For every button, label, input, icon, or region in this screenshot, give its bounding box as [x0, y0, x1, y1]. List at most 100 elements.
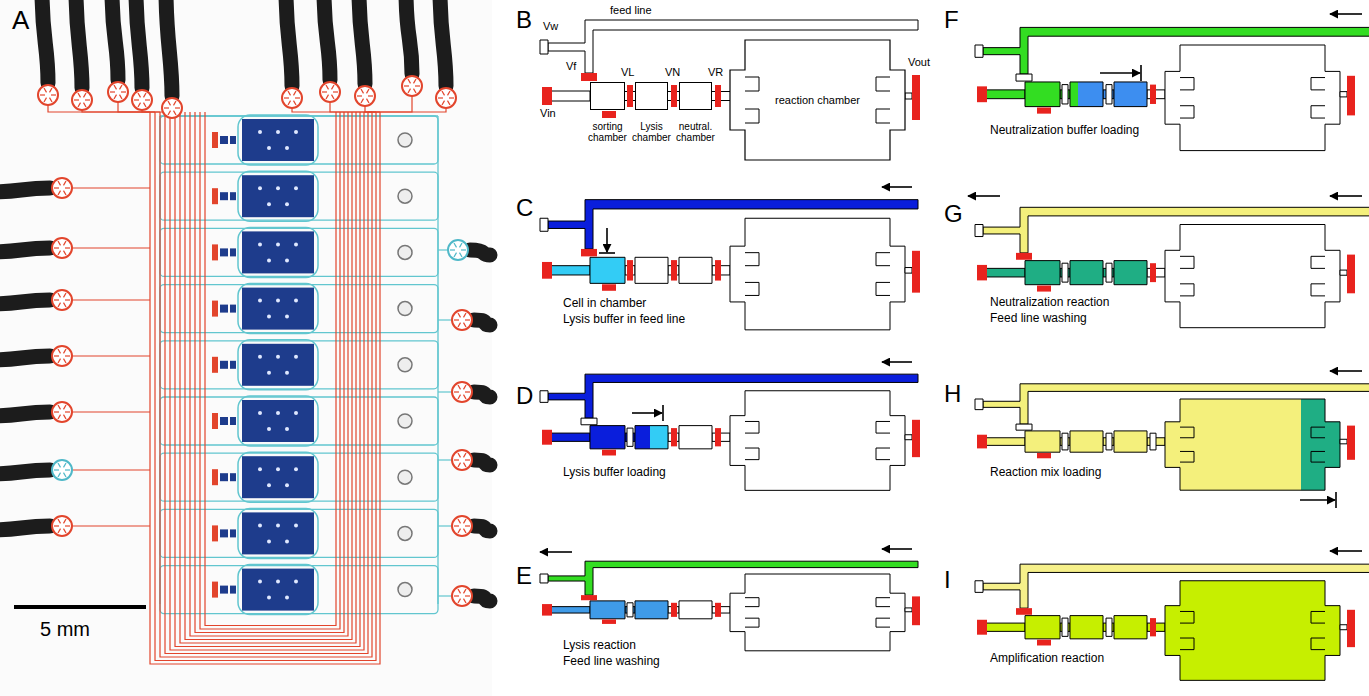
chip-chamber: [230, 473, 236, 481]
valve: [602, 284, 616, 291]
panel-letter: I: [944, 566, 951, 594]
chip-chamber-outline: [238, 340, 318, 390]
valve: [627, 85, 633, 107]
flow-channel: [438, 595, 452, 596]
chamber-post: [267, 258, 271, 262]
control-port: [282, 88, 302, 108]
valve: [602, 450, 616, 456]
chamber-post: [285, 258, 289, 262]
step-caption: Lysis buffer in feed line: [563, 313, 685, 327]
chip-chamber-outline: [238, 227, 318, 277]
port-spoke: [84, 93, 87, 97]
port-spoke: [65, 411, 70, 412]
chip-valve: [212, 525, 218, 541]
port-spoke: [288, 91, 291, 95]
control-port: [436, 88, 456, 108]
port-spoke: [50, 98, 53, 102]
valve: [602, 111, 616, 118]
valve: [1347, 426, 1355, 460]
port-spoke: [40, 94, 45, 95]
valve: [1062, 618, 1068, 636]
control-line: [170, 112, 364, 650]
inlet-channel: [983, 438, 1025, 446]
chamber-post: [276, 242, 280, 246]
valve: [542, 262, 552, 279]
chamber-post: [294, 355, 298, 359]
port-spoke: [58, 303, 61, 307]
valve: [715, 428, 721, 446]
control-line: [180, 112, 356, 643]
port-spoke: [454, 253, 457, 257]
neutralization-chamber: [679, 601, 712, 619]
chamber-post: [294, 523, 298, 527]
control-line: [200, 112, 340, 629]
stop-bar: [599, 252, 615, 254]
chamber-post: [258, 523, 262, 527]
chip-schematic: [975, 207, 1369, 327]
line-name: feed line: [610, 4, 652, 17]
valve: [1150, 85, 1156, 104]
chamber-post: [285, 146, 289, 150]
port-spoke: [449, 97, 454, 98]
reaction-chamber-photo: [242, 456, 314, 498]
valve: [912, 75, 920, 120]
port-spoke: [464, 313, 467, 317]
tubing: [42, 0, 48, 83]
tubing: [0, 356, 50, 360]
flow-channel: [438, 525, 452, 526]
port-spoke: [114, 95, 117, 99]
valve-name: Vin: [540, 107, 556, 120]
port-spoke: [368, 95, 373, 96]
port-spoke: [464, 453, 467, 457]
neutralization-chamber: [679, 257, 712, 283]
valve: [977, 86, 987, 102]
reaction-chamber-photo: [242, 231, 314, 273]
flow-arrow: [882, 548, 912, 550]
port-spoke: [51, 94, 56, 95]
panel-letter: D: [516, 382, 533, 410]
chamber-post: [294, 130, 298, 134]
chamber-post: [267, 315, 271, 319]
panel-letter: C: [516, 194, 533, 222]
tubing: [474, 526, 490, 531]
neutralization-chamber: [1114, 261, 1147, 285]
control-line: [364, 108, 446, 112]
chip-chamber-outline: [238, 565, 318, 615]
scale-label: 5 mm: [40, 618, 90, 641]
port-spoke: [464, 323, 467, 327]
port-spoke: [454, 525, 459, 526]
reaction-chamber-photo: [242, 512, 314, 554]
step-caption: Cell in chamber: [563, 297, 646, 311]
tubing: [474, 392, 490, 397]
chip-chamber: [230, 305, 236, 313]
port-spoke: [110, 91, 115, 92]
chamber-post: [276, 580, 280, 584]
chip-chamber-outline: [238, 396, 318, 446]
port-spoke: [58, 181, 61, 185]
chip-chamber: [230, 361, 236, 369]
valve-name: Vw: [543, 20, 558, 33]
chamber-post: [285, 427, 289, 431]
port-spoke: [78, 93, 81, 97]
chamber-post: [285, 596, 289, 600]
port-spoke: [464, 463, 467, 467]
valve: [912, 251, 920, 293]
valve-name: Vf: [566, 60, 576, 73]
tubing: [0, 300, 50, 304]
port-spoke: [85, 99, 90, 100]
port-spoke: [168, 101, 171, 105]
flow-arrow: [1330, 195, 1362, 197]
inlet-channel: [548, 433, 590, 441]
valve: [627, 603, 633, 617]
outlet-port: [398, 358, 412, 372]
chip-chamber-outline: [238, 115, 318, 165]
step-caption: Reaction mix loading: [990, 466, 1101, 480]
valve: [602, 619, 616, 623]
chamber-post: [276, 467, 280, 471]
chamber-post: [258, 580, 262, 584]
port-spoke: [460, 243, 463, 247]
flow-arrow: [1330, 370, 1362, 372]
tubing: [470, 250, 490, 255]
port-spoke: [404, 85, 409, 86]
chip-valve: [212, 357, 218, 373]
